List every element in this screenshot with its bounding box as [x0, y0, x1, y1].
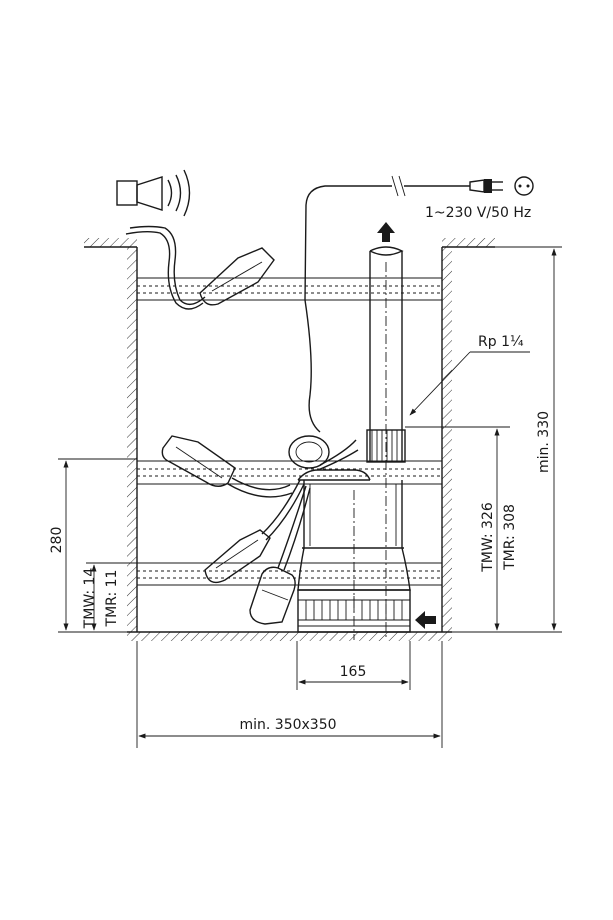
float-switch-lower [249, 485, 311, 625]
float-switch-upper [161, 435, 293, 498]
pump-body [288, 435, 411, 640]
thread-leader [409, 351, 530, 416]
tmw-high-label: TMW: 326 [480, 502, 496, 573]
ground-surface [84, 238, 495, 248]
flow-arrow-up-icon [377, 222, 395, 242]
power-label: 1~230 V/50 Hz [425, 205, 531, 221]
thread-label: Rp 1¼ [478, 334, 524, 350]
discharge-pipe [366, 246, 406, 640]
dimension-tm-low [86, 562, 137, 631]
dimension-165 [296, 641, 411, 690]
dimension-tm-high [405, 426, 510, 633]
flow-arrow-left-icon [415, 611, 436, 629]
shaft-walls [127, 247, 452, 641]
tmr-low-label: TMR: 11 [104, 570, 120, 628]
dimension-280 [58, 458, 137, 633]
alarm-float [125, 225, 275, 310]
min-height-label: min. 330 [536, 411, 552, 473]
power-cable [304, 175, 470, 433]
tmw-low-label: TMW: 14 [82, 568, 98, 630]
depth-280-label: 280 [49, 527, 65, 554]
pump-width-label: 165 [340, 664, 367, 680]
power-plug-icon [469, 179, 503, 193]
float-switch-middle [204, 479, 305, 584]
alarm-horn-icon [116, 169, 191, 217]
dimension-shaft-size [136, 641, 443, 748]
shaft-size-label: min. 350x350 [239, 717, 336, 733]
socket-icon [514, 176, 534, 196]
tmr-high-label: TMR: 308 [502, 504, 518, 571]
water-levels [137, 277, 442, 586]
